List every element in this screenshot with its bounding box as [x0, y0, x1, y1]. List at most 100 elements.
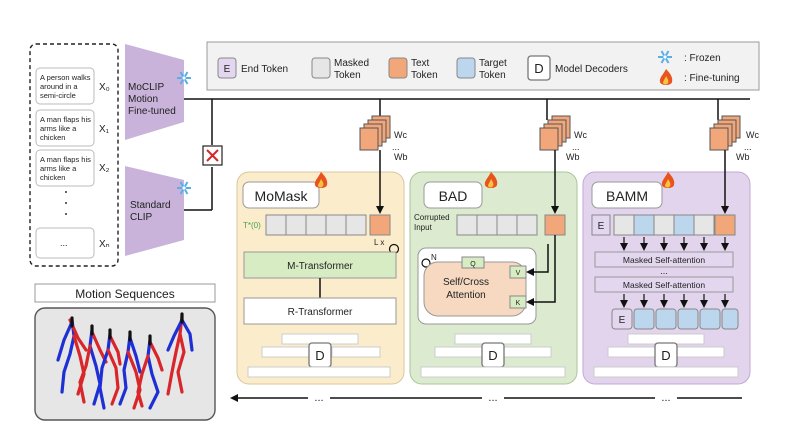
- n-label: N: [431, 253, 437, 262]
- legend-label: Token: [411, 70, 438, 81]
- prompt-text: chicken: [40, 173, 65, 182]
- legend-label: Token: [479, 70, 506, 81]
- wc-label: Wc: [574, 130, 587, 140]
- legend-label: Token: [334, 70, 361, 81]
- decoder-label: D: [488, 348, 497, 363]
- arrow-row: [620, 294, 729, 308]
- legend-target-token: Target Token: [456, 57, 507, 81]
- prompt-variable: Xₙ: [99, 239, 110, 250]
- legend-frozen: : Frozen: [657, 50, 721, 64]
- moclip-label: Fine-tuned: [128, 106, 176, 117]
- prompt-text: A person walks: [40, 73, 91, 82]
- token-row: [456, 214, 566, 236]
- prompt-text: chicken: [40, 133, 65, 142]
- t-label: T*(0): [243, 221, 261, 230]
- wb-label: Wb: [394, 152, 408, 162]
- token-row: [265, 214, 391, 236]
- momask-panel: MoMask T*(0) L x M-Transformer R-Transfo…: [236, 150, 405, 385]
- legend-label: Target: [479, 58, 507, 69]
- legend-masked-token: Masked Token: [311, 57, 369, 81]
- corrupted-label: Input: [414, 223, 433, 232]
- legend-model-decoders: D Model Decoders: [527, 55, 628, 81]
- prompt-text: A man flaps his: [40, 155, 91, 164]
- legend-label: Text: [411, 58, 430, 69]
- stick-figures-illustration: [56, 312, 194, 410]
- legend-text-token: Text Token: [388, 57, 438, 81]
- prompt-card: ... Xₙ: [35, 227, 110, 259]
- prompt-text: semi-circle: [40, 91, 76, 100]
- decoder-label: D: [315, 348, 324, 363]
- embedding-stack-momask: Wc ... Wb: [359, 115, 408, 162]
- prompt-card: A person walks around in a semi-circle X…: [35, 67, 110, 105]
- moclip-label: MoCLIP: [128, 82, 164, 93]
- wb-label: Wb: [566, 152, 580, 162]
- r-transformer-label: R-Transformer: [288, 307, 353, 318]
- dots-label: ...: [314, 392, 323, 404]
- embedding-stack-bamm: Wc ... Wb: [709, 115, 759, 162]
- dots-label: ...: [744, 142, 752, 152]
- legend-label: Model Decoders: [555, 64, 628, 75]
- legend-label: Masked: [334, 58, 369, 69]
- prompt-text: arms like a: [40, 164, 77, 173]
- prompt-variable: X₁: [99, 124, 110, 135]
- bottom-flow-arrow: ... ... ...: [230, 391, 742, 405]
- k-label: K: [516, 300, 521, 307]
- dots-label: ...: [392, 142, 400, 152]
- clip-label: CLIP: [130, 212, 153, 223]
- dots-label: ...: [661, 392, 670, 404]
- clip-encoder: Standard CLIP: [125, 166, 192, 256]
- attention-label: Self/Cross: [443, 277, 489, 288]
- masked-self-attention-label: Masked Self-attention: [623, 280, 705, 290]
- q-label: Q: [470, 261, 476, 268]
- wc-label: Wc: [394, 130, 407, 140]
- legend-label: : Frozen: [684, 53, 721, 64]
- prompt-panel: A person walks around in a semi-circle X…: [29, 43, 119, 267]
- wc-label: Wc: [746, 130, 759, 140]
- legend-glyph: D: [534, 61, 543, 76]
- prompt-card: A man flaps his arms like a chicken X₁: [35, 109, 110, 147]
- bad-panel: BAD Corrupted Input N Q V K Self/Cross A…: [409, 150, 578, 385]
- prompt-text: ...: [60, 238, 68, 248]
- dots-label: ...: [572, 142, 580, 152]
- e-token-label: E: [619, 315, 626, 326]
- legend-label: : Fine-tuning: [684, 73, 740, 84]
- masked-self-attention-label: Masked Self-attention: [623, 255, 705, 265]
- panel-title: MoMask: [255, 188, 309, 204]
- panel-title: BAMM: [606, 188, 648, 204]
- legend-end-token: E End Token: [217, 57, 288, 79]
- output-token-row: E: [611, 308, 739, 330]
- m-transformer-label: M-Transformer: [287, 261, 353, 272]
- prompt-text: around in a: [40, 82, 78, 91]
- legend: E End Token Masked Token Text Token Targ…: [206, 41, 760, 91]
- prompt-text: A man flaps his: [40, 115, 91, 124]
- disabled-x-icon: [202, 145, 223, 166]
- prompt-card: A man flaps his arms like a chicken X₂: [35, 149, 110, 187]
- moclip-label: Motion: [128, 94, 158, 105]
- moclip-encoder: MoCLIP Motion Fine-tuned: [125, 44, 192, 140]
- arrow-row: [620, 237, 729, 251]
- legend-fine-tuning: : Fine-tuning: [659, 69, 740, 85]
- l-label: L x: [374, 238, 384, 247]
- prompt-variable: X₀: [99, 82, 110, 93]
- token-row: E: [591, 214, 736, 236]
- dots-label: ...: [660, 266, 668, 276]
- vertical-dots: [65, 191, 67, 215]
- panel-title: BAD: [439, 188, 468, 204]
- v-label: V: [516, 270, 521, 277]
- e-token-label: E: [598, 221, 605, 232]
- dots-label: ...: [488, 392, 497, 404]
- attention-label: Attention: [446, 290, 485, 301]
- embedding-stack-bad: Wc ... Wb: [539, 115, 587, 162]
- corrupted-label: Corrupted: [414, 213, 450, 222]
- legend-label: End Token: [241, 64, 288, 75]
- loop-icon: [421, 258, 431, 268]
- motion-sequences-panel: [34, 307, 216, 421]
- motion-sequences-title-box: Motion Sequences: [34, 283, 216, 303]
- prompt-text: arms like a: [40, 124, 77, 133]
- motion-sequences-title: Motion Sequences: [75, 287, 174, 301]
- decoder-label: D: [661, 348, 670, 363]
- legend-glyph: E: [224, 64, 231, 75]
- clip-label: Standard: [130, 200, 171, 211]
- prompt-variable: X₂: [99, 163, 110, 174]
- wb-label: Wb: [736, 152, 750, 162]
